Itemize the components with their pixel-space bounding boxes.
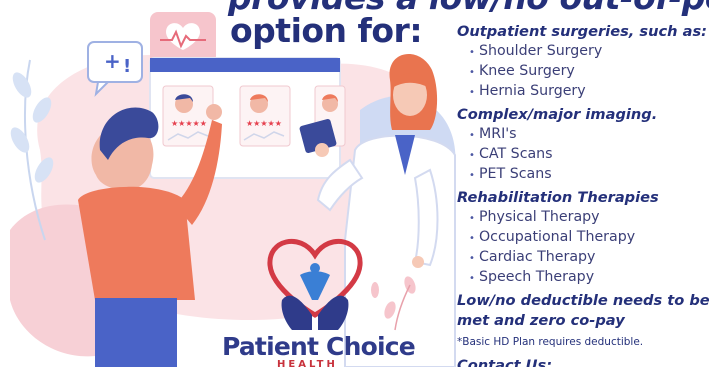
rating-stars: ★★★★★ (246, 119, 282, 128)
contact-title: Contact Us: (457, 357, 553, 367)
list-item: •Occupational Therapy (469, 229, 636, 245)
list-item: •PET Scans (469, 166, 552, 182)
leaf-decoration-left (10, 59, 54, 241)
headline-line-2: option for: (230, 11, 423, 50)
deductible-line-2: met and zero co-pay (457, 312, 625, 329)
svg-text:!: ! (123, 56, 131, 77)
list-item: •MRI's (469, 126, 517, 142)
list-item: •Cardiac Therapy (469, 249, 596, 265)
list-item: •Hernia Surgery (469, 83, 586, 99)
logo-subtitle: HEALTH (277, 359, 338, 367)
rating-stars: ★★★★★ (171, 119, 207, 128)
flower-decoration (371, 276, 416, 331)
list-item: •Physical Therapy (469, 209, 600, 225)
logo-name: Patient Choice (222, 332, 416, 361)
patient-figure (78, 104, 222, 367)
list-item: •Shoulder Surgery (469, 43, 603, 59)
svg-text:+: + (104, 49, 121, 73)
doctor-figure (299, 53, 456, 367)
list-item: •CAT Scans (469, 146, 553, 162)
deductible-note: *Basic HD Plan requires deductible. (457, 336, 644, 348)
deductible-line-1: Low/no deductible needs to be (457, 292, 709, 309)
section-title-outpatient: Outpatient surgeries, such as: (457, 23, 707, 40)
benefits-list: Outpatient surgeries, such as: •Shoulder… (457, 22, 709, 367)
headline-line-1: provides a low/no out-of-po (228, 0, 709, 17)
list-item: •Knee Surgery (469, 63, 575, 79)
list-item: •Speech Therapy (469, 269, 595, 285)
profile-cards-panel: ★★★★★ ★★★★★ (149, 57, 346, 179)
patient-choice-logo-emblem (267, 238, 363, 330)
heart-rate-card-icon (150, 12, 216, 64)
section-title-rehabilitation: Rehabilitation Therapies (457, 189, 659, 206)
doctor-patient-illustration: + ! ★★★★★ ★★★★★ (10, 12, 456, 367)
chat-bubble-icon: + ! (87, 41, 143, 97)
section-title-imaging: Complex/major imaging. (457, 106, 658, 123)
